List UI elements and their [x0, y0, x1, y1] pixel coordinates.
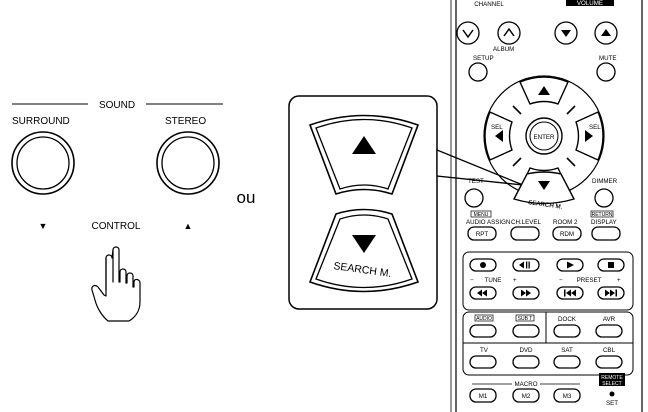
- display-label: DISPLAY: [591, 219, 617, 226]
- stereo-label: STEREO: [165, 116, 206, 127]
- dimmer-button[interactable]: [594, 188, 614, 208]
- audio-assign-label: AUDIO ASSIGN: [466, 219, 510, 226]
- surround-knob[interactable]: [11, 131, 75, 195]
- tune-label: TUNE: [485, 277, 502, 284]
- record-button[interactable]: [469, 258, 497, 272]
- channel-label: CHANNEL: [474, 1, 504, 8]
- volume-down-button[interactable]: [554, 21, 578, 45]
- play-pause-button[interactable]: [512, 258, 540, 272]
- surround-label: SURROUND: [12, 116, 70, 127]
- tv-button[interactable]: [469, 355, 497, 369]
- sat-button[interactable]: [553, 355, 581, 369]
- m1-button[interactable]: [469, 388, 497, 403]
- setup-label: SETUP: [473, 55, 494, 62]
- sat-label: SAT: [561, 347, 573, 354]
- ch-level-label: CH.LEVEL: [511, 219, 541, 226]
- mute-button[interactable]: [596, 62, 616, 82]
- zoom-up-button[interactable]: [308, 114, 420, 195]
- fast-forward-button[interactable]: [512, 286, 540, 300]
- test-label: TEST: [468, 178, 484, 185]
- cbl-button[interactable]: [595, 355, 623, 369]
- channel-up-button[interactable]: [497, 21, 521, 45]
- zoom-callout: [436, 149, 524, 186]
- enter-label: ENTER: [534, 134, 556, 141]
- or-label: ou: [237, 188, 256, 207]
- album-label: ALBUM: [493, 46, 514, 53]
- remote-search-label-top: SEARCH M.: [528, 199, 563, 211]
- set-label: SET: [606, 400, 618, 407]
- tv-label: TV: [480, 347, 489, 354]
- m3-label: M3: [563, 393, 572, 400]
- audio-label: AUDIO: [476, 316, 492, 322]
- m3-button[interactable]: [553, 388, 581, 403]
- avr-button[interactable]: [595, 324, 623, 338]
- m2-label: M2: [522, 393, 531, 400]
- audio-button[interactable]: [469, 324, 497, 338]
- down-triangle-icon: [352, 235, 376, 253]
- preset-label: PRESET: [577, 277, 602, 284]
- setup-button[interactable]: [468, 62, 488, 82]
- m2-button[interactable]: [512, 388, 540, 403]
- volume-label: VOLUME: [577, 0, 603, 7]
- dock-button[interactable]: [553, 324, 581, 338]
- up-arrow-icon: ▲: [184, 221, 193, 231]
- rpt-label: RPT: [476, 231, 489, 238]
- sel-left-label: SEL: [491, 124, 503, 131]
- play-button[interactable]: [556, 258, 584, 272]
- room2-label: ROOM 2: [553, 219, 578, 226]
- channel-down-button[interactable]: [456, 21, 480, 45]
- sound-control-panel: SOUND SURROUND STEREO ▼ ▲ CONTROL: [11, 100, 223, 322]
- tune-minus-label: −: [470, 277, 474, 284]
- remote-control: CHANNEL VOLUME ALBUM SETUP MUTE: [450, 0, 643, 412]
- dimmer-label: DIMMER: [592, 178, 618, 185]
- nav-left-button[interactable]: [484, 111, 513, 161]
- remote-search-down-button[interactable]: [512, 171, 576, 205]
- remote-select-line2: SELECT: [602, 381, 621, 387]
- macro-label: MACRO: [514, 381, 537, 388]
- m1-label: M1: [479, 393, 488, 400]
- display-button[interactable]: [591, 226, 621, 241]
- pointing-hand-icon: [91, 246, 141, 322]
- rpt-button[interactable]: [467, 226, 497, 241]
- stop-button[interactable]: [597, 258, 625, 272]
- menu-label: MENU: [474, 212, 489, 218]
- ch-level-button[interactable]: [510, 226, 540, 241]
- sound-group-label: SOUND: [99, 100, 135, 111]
- subt-button[interactable]: [512, 324, 540, 338]
- next-button[interactable]: [597, 286, 625, 300]
- cbl-label: CBL: [603, 347, 616, 354]
- rewind-button[interactable]: [469, 286, 497, 300]
- remote-select-line1: REMOTE: [601, 375, 623, 381]
- stereo-knob[interactable]: [156, 131, 220, 195]
- volume-up-button[interactable]: [594, 21, 618, 45]
- dvd-label: DVD: [519, 347, 533, 354]
- nav-right-button[interactable]: [575, 111, 604, 161]
- previous-button[interactable]: [556, 286, 584, 300]
- dvd-button[interactable]: [512, 355, 540, 369]
- dock-label: DOCK: [558, 316, 577, 323]
- return-label: RETURN: [592, 212, 613, 218]
- rdm-button[interactable]: [552, 226, 582, 241]
- up-triangle-icon: [352, 136, 376, 154]
- set-button[interactable]: [609, 391, 615, 397]
- enter-button[interactable]: [525, 117, 563, 155]
- subt-label: SUB T: [518, 316, 533, 322]
- mute-label: MUTE: [599, 55, 617, 62]
- zoom-panel: SEARCH M.: [288, 95, 438, 310]
- test-button[interactable]: [464, 188, 484, 208]
- preset-minus-label: −: [559, 277, 563, 284]
- avr-label: AVR: [603, 316, 616, 323]
- sel-right-label: SEL: [589, 124, 601, 131]
- control-label: CONTROL: [92, 221, 141, 232]
- rdm-label: RDM: [560, 231, 574, 238]
- preset-plus-label: +: [617, 277, 621, 284]
- tune-plus-label: +: [513, 277, 517, 284]
- down-arrow-icon: ▼: [39, 221, 48, 231]
- remote-search-label: SEARCH M.: [528, 199, 563, 211]
- nav-up-button[interactable]: [519, 76, 569, 105]
